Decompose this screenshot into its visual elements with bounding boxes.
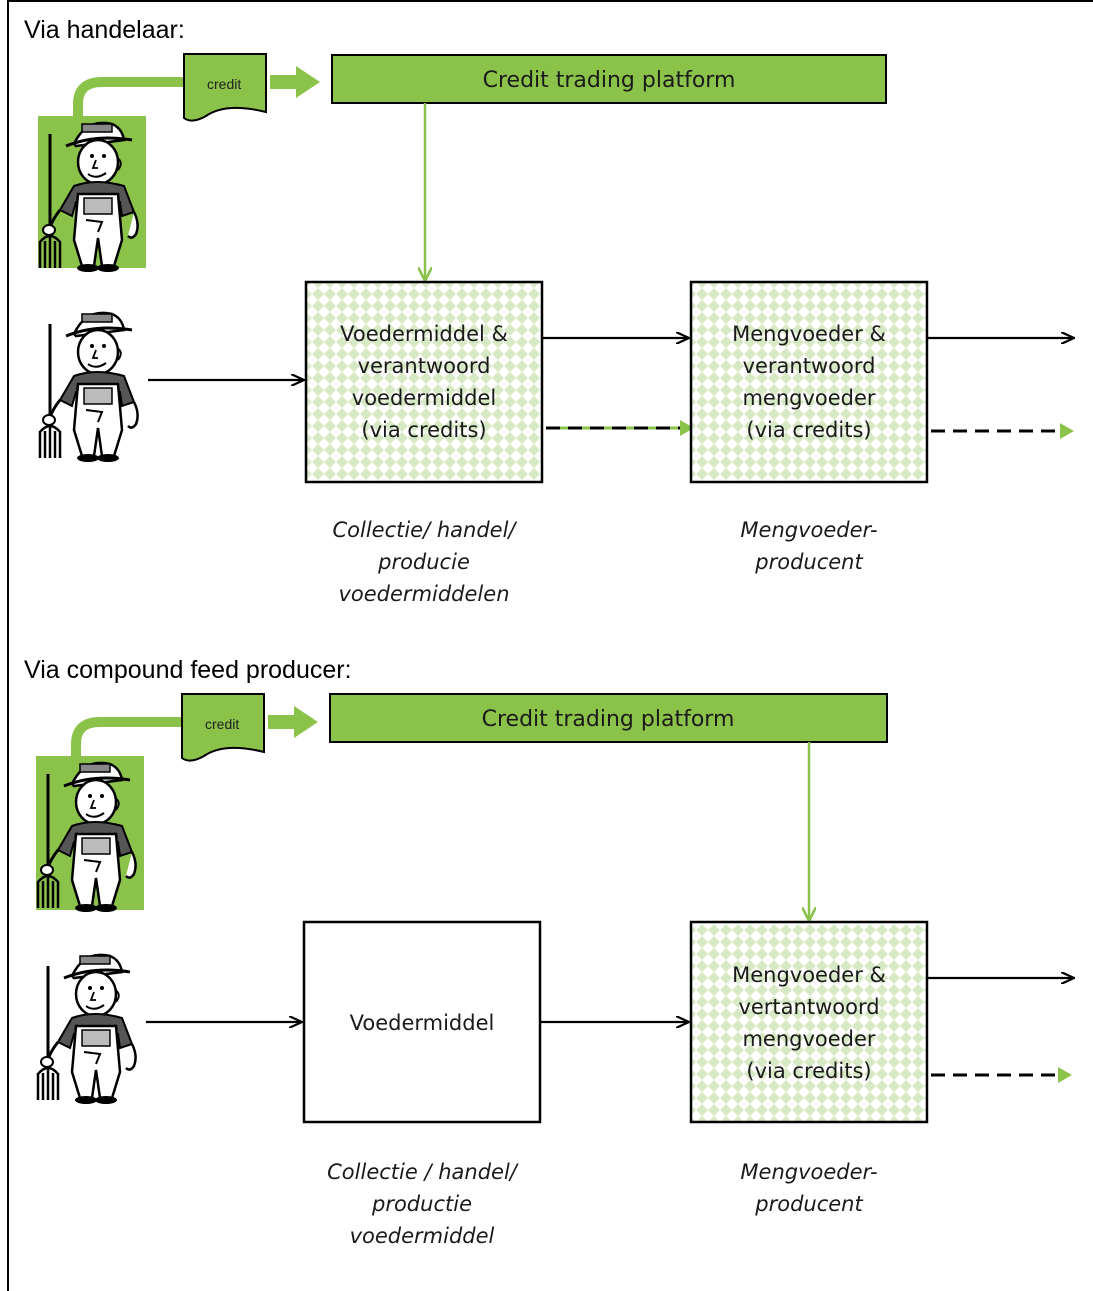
credit-trading-platform [331, 54, 887, 104]
green-flow-line [71, 717, 184, 760]
feed-material-box [304, 280, 544, 484]
box-line: voedermiddel [352, 386, 496, 410]
caption-line: voedermiddelen [338, 582, 509, 606]
section-via-compound-feed-producer: Via compound feed producer: credit Credi… [24, 656, 1073, 1248]
credit-document: credit [183, 53, 267, 122]
arrowhead-icon [1058, 1067, 1072, 1083]
green-arrow-icon [270, 66, 320, 98]
caption-line: producent [754, 1192, 863, 1216]
credit-label: credit [205, 716, 239, 732]
caption-line: Mengvoeder- [740, 518, 877, 542]
caption-line: Mengvoeder- [740, 1160, 877, 1184]
box-line: Mengvoeder & [732, 322, 886, 346]
feed-material-box [302, 920, 542, 1124]
section-heading: Via handelaar: [24, 16, 185, 44]
compound-feed-box [689, 920, 929, 1124]
box-line: verantwoord [358, 354, 491, 378]
box-line: mengvoeder [742, 386, 875, 410]
box-line: Voedermiddel [350, 1011, 495, 1035]
arrowhead-icon [680, 420, 694, 436]
section-via-handelaar: Via handelaar: credit Credit trading pla… [24, 16, 1074, 606]
box-line: Voedermiddel & [340, 322, 508, 346]
farmer-icon [36, 953, 138, 1106]
compound-feed-box [689, 280, 929, 484]
box-line: (via credits) [361, 418, 486, 442]
caption-line: producie [377, 550, 470, 574]
green-arrow-icon [268, 706, 318, 738]
caption-line: Collectie / handel/ [327, 1160, 519, 1184]
box-line: vertantwoord [738, 995, 879, 1019]
section-heading: Via compound feed producer: [24, 656, 352, 684]
credit-document: credit [181, 693, 265, 762]
credit-trading-platform [329, 693, 888, 743]
caption-line: voedermiddel [350, 1224, 495, 1248]
caption-line: Collectie/ handel/ [332, 518, 517, 542]
caption-line: producent [754, 550, 863, 574]
arrowhead-icon [1060, 423, 1074, 439]
credit-label: credit [207, 76, 241, 92]
green-flow-line [73, 77, 186, 120]
box-line: (via credits) [746, 418, 871, 442]
platform-label: Credit trading platform [482, 707, 735, 732]
box-line: Mengvoeder & [732, 963, 886, 987]
box-line: mengvoeder [742, 1027, 875, 1051]
box-line: (via credits) [746, 1059, 871, 1083]
caption-line: productie [371, 1192, 472, 1216]
farmer-icon [38, 311, 140, 464]
box-line: verantwoord [743, 354, 876, 378]
platform-label: Credit trading platform [483, 68, 736, 93]
